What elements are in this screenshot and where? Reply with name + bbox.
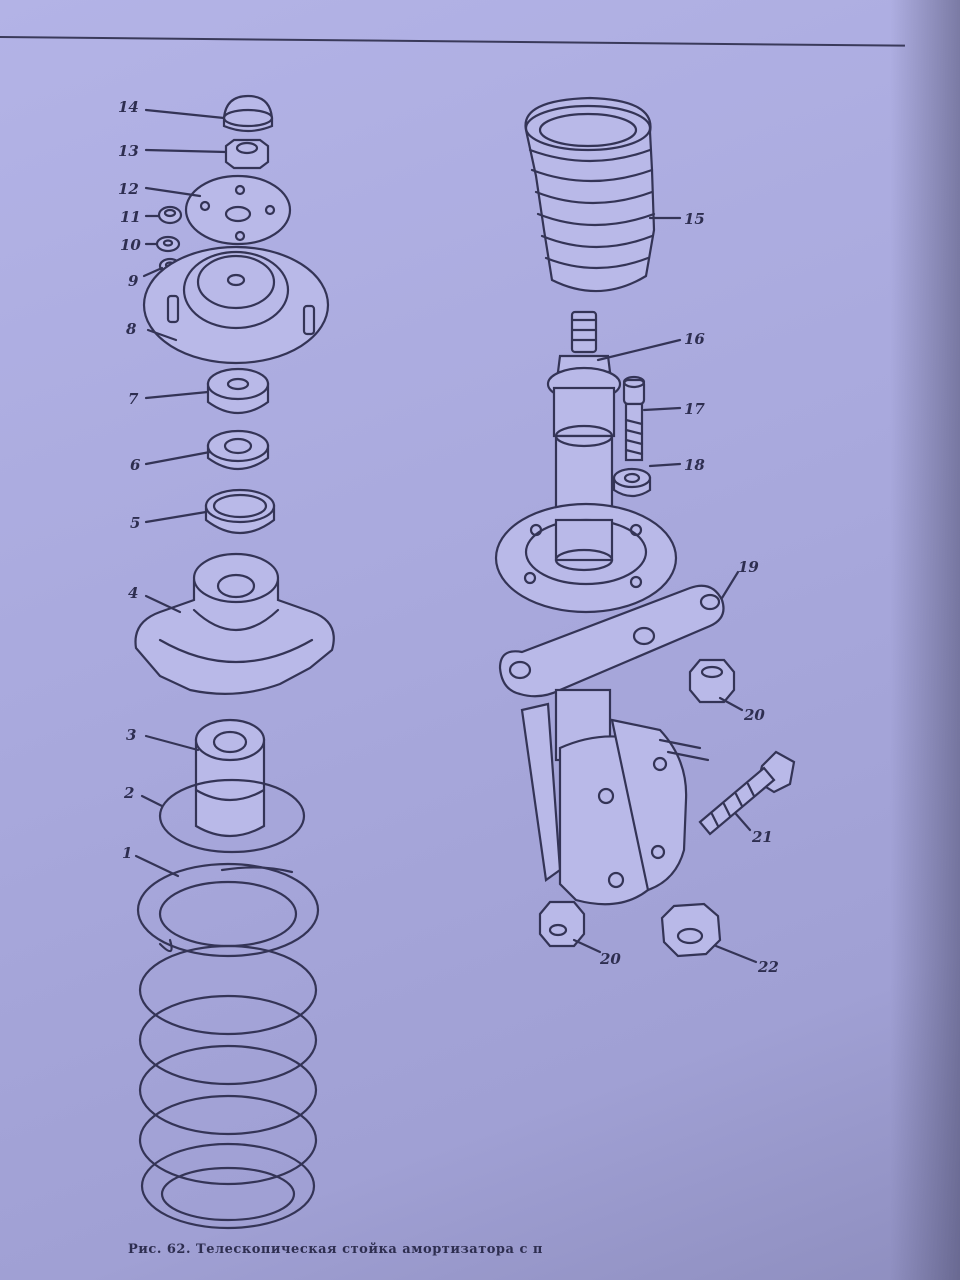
part-2-gasket bbox=[158, 778, 306, 854]
label-2: 2 bbox=[123, 784, 134, 802]
label-14: 14 bbox=[118, 98, 139, 116]
label-7: 7 bbox=[128, 390, 139, 408]
strut-spring-plate bbox=[494, 502, 678, 614]
label-5: 5 bbox=[130, 514, 140, 532]
label-20-lower: 20 bbox=[599, 950, 621, 968]
label-18: 18 bbox=[684, 456, 705, 474]
label-21: 21 bbox=[751, 828, 773, 846]
part-22-nut bbox=[660, 902, 722, 958]
label-6: 6 bbox=[130, 456, 141, 474]
part-13-nut bbox=[224, 138, 270, 170]
part-5-ring bbox=[204, 488, 276, 534]
part-12-plate bbox=[184, 174, 292, 246]
part-10-washer bbox=[155, 235, 181, 253]
label-8: 8 bbox=[126, 320, 137, 338]
page-edge-shadow bbox=[890, 0, 960, 1280]
part-4-spring-support bbox=[134, 552, 335, 695]
label-1: 1 bbox=[122, 844, 132, 862]
part-15-dust-boot bbox=[524, 96, 656, 293]
label-17: 17 bbox=[684, 400, 705, 418]
label-13: 13 bbox=[118, 142, 139, 160]
leader-lines bbox=[134, 108, 758, 964]
label-16: 16 bbox=[684, 330, 705, 348]
part-3-bump-stop bbox=[194, 718, 266, 837]
label-19: 19 bbox=[738, 558, 759, 576]
part-7-washer bbox=[206, 367, 270, 414]
part-19-lever bbox=[498, 584, 725, 698]
label-15: 15 bbox=[684, 210, 705, 228]
label-22: 22 bbox=[757, 958, 779, 976]
part-21-bolt bbox=[698, 750, 796, 836]
label-10: 10 bbox=[120, 236, 141, 254]
part-6-bearing bbox=[206, 429, 270, 470]
label-12: 12 bbox=[118, 180, 139, 198]
part-20-nut-lower bbox=[538, 900, 586, 948]
label-3: 3 bbox=[126, 726, 136, 744]
part-18-washer bbox=[612, 467, 652, 498]
label-20-upper: 20 bbox=[743, 706, 765, 724]
part-number-labels: 1 2 3 4 5 6 7 8 9 10 11 12 13 14 15 16 1… bbox=[118, 98, 779, 976]
part-17-bolt bbox=[622, 375, 646, 462]
label-11: 11 bbox=[120, 208, 141, 226]
figure-caption: Рис. 62. Телескопическая стойка амортиза… bbox=[128, 1242, 543, 1257]
part-14-cap bbox=[222, 94, 274, 133]
part-8-upper-support bbox=[142, 245, 330, 365]
label-4: 4 bbox=[128, 584, 138, 602]
part-11-bushing bbox=[157, 205, 183, 225]
part-20-nut-upper bbox=[688, 658, 736, 704]
label-9: 9 bbox=[128, 272, 139, 290]
part-1-coil-spring bbox=[136, 862, 320, 1230]
strut-lower-bracket bbox=[520, 688, 710, 906]
